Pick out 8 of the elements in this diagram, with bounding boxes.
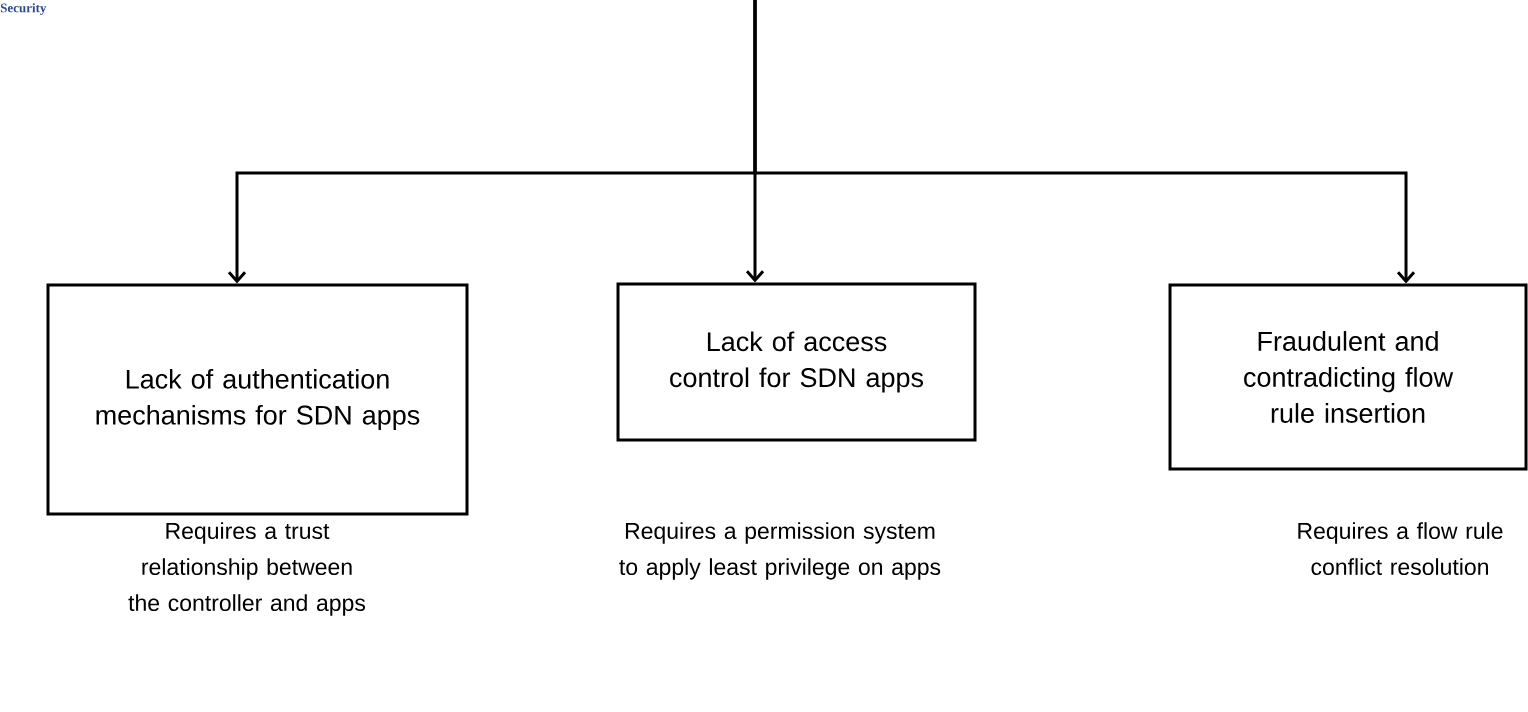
process-box: Fraudulent and contradicting flow rule insertion (1168, 283, 1528, 471)
header-text: Security (0, 3, 47, 15)
note-text: Requires a trust relationship between the controller and apps (128, 522, 365, 616)
arrow (753, 0, 1416, 284)
process-box: Lack of authentication mechanisms for SDN apps (46, 283, 469, 516)
note-text: Requires a flow rule conflict resolution (1298, 522, 1503, 576)
process-box: Lack of access control for SDN apps (616, 282, 977, 442)
note-text: Requires a permission system to apply least privilege on apps (619, 522, 941, 580)
